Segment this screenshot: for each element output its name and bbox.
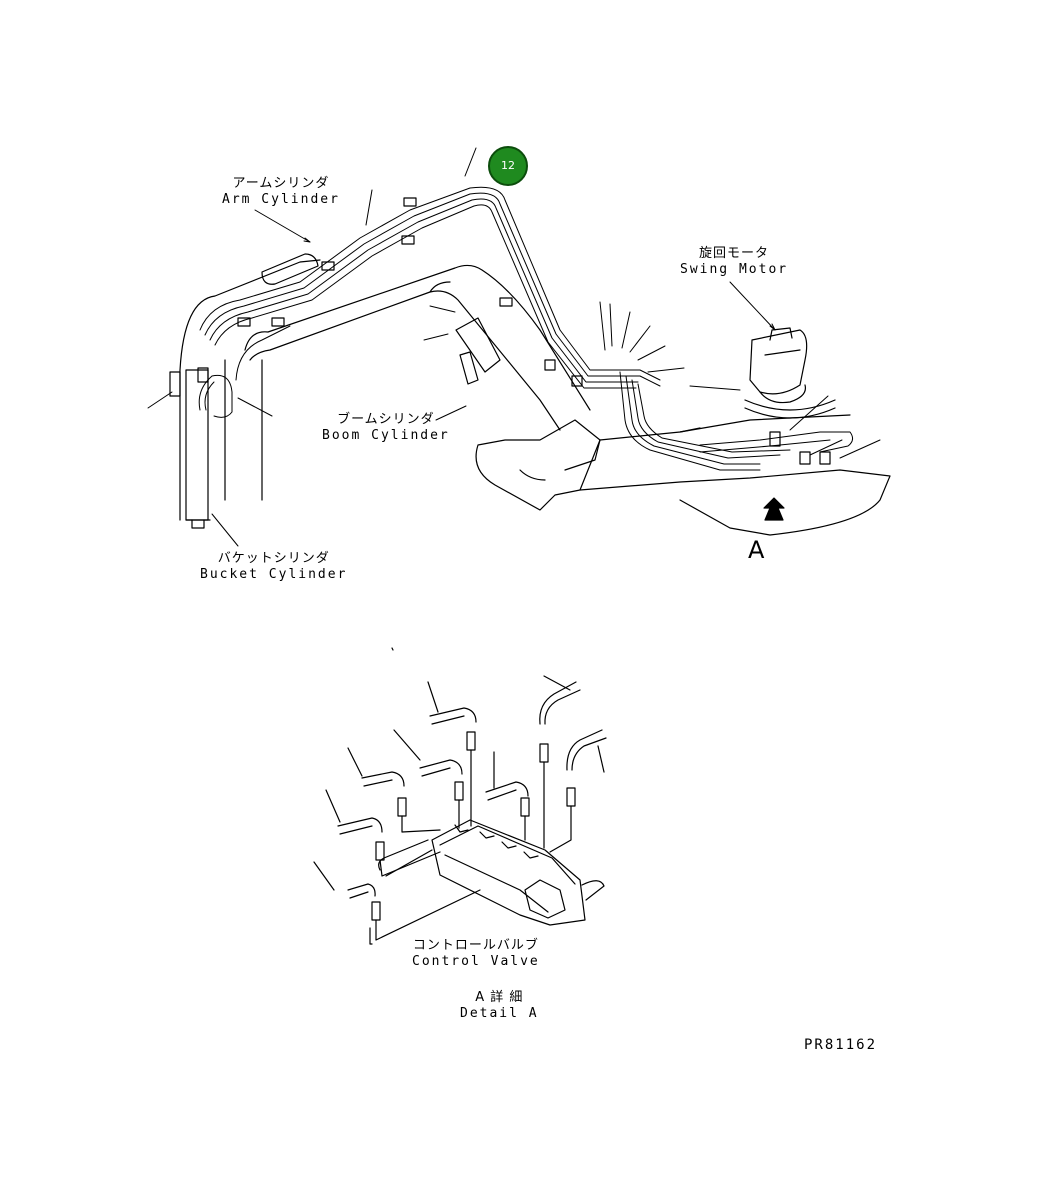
- control-valve-detail: [313, 647, 607, 945]
- boom-cylinder-label-en: Boom Cylinder: [322, 428, 450, 443]
- bucket-cylinder-label: バケットシリンダ Bucket Cylinder: [200, 551, 347, 583]
- boom-cylinder-label-jp: ブームシリンダ: [337, 412, 435, 427]
- arm-cylinder-label-jp: アームシリンダ: [232, 176, 330, 191]
- drawing-number: PR81162: [804, 1037, 878, 1053]
- arm-cylinder-label-en: Arm Cylinder: [222, 192, 340, 207]
- callout-balloon[interactable]: 12: [488, 146, 528, 186]
- detail-a-label-en: Detail A: [460, 1006, 539, 1021]
- hose-bundle: [198, 186, 854, 471]
- swing-motor-label-en: Swing Motor: [680, 262, 789, 277]
- leader-lines-upper: [147, 147, 881, 547]
- cylinders: [185, 253, 501, 529]
- arm-cylinder-label: アームシリンダ Arm Cylinder: [222, 176, 340, 208]
- bucket-cylinder-label-en: Bucket Cylinder: [200, 567, 348, 582]
- swing-motor-label: 旋回モータ Swing Motor: [680, 246, 788, 278]
- swing-motor-label-jp: 旋回モータ: [699, 246, 770, 261]
- boom-cylinder-label: ブームシリンダ Boom Cylinder: [322, 412, 450, 444]
- view-a-letter: A: [748, 536, 765, 564]
- detail-a-label: A 詳 細 Detail A: [460, 990, 539, 1022]
- pipe-fittings: [169, 197, 831, 465]
- control-valve-label: コントロールバルブ Control Valve: [412, 938, 540, 970]
- detail-a-label-jp: A 詳 細: [475, 990, 524, 1005]
- bucket-cylinder-label-jp: バケットシリンダ: [217, 551, 330, 566]
- control-valve-label-en: Control Valve: [412, 954, 540, 969]
- control-valve-label-jp: コントロールバルブ: [412, 938, 539, 953]
- boom-arm-structure: [179, 259, 891, 536]
